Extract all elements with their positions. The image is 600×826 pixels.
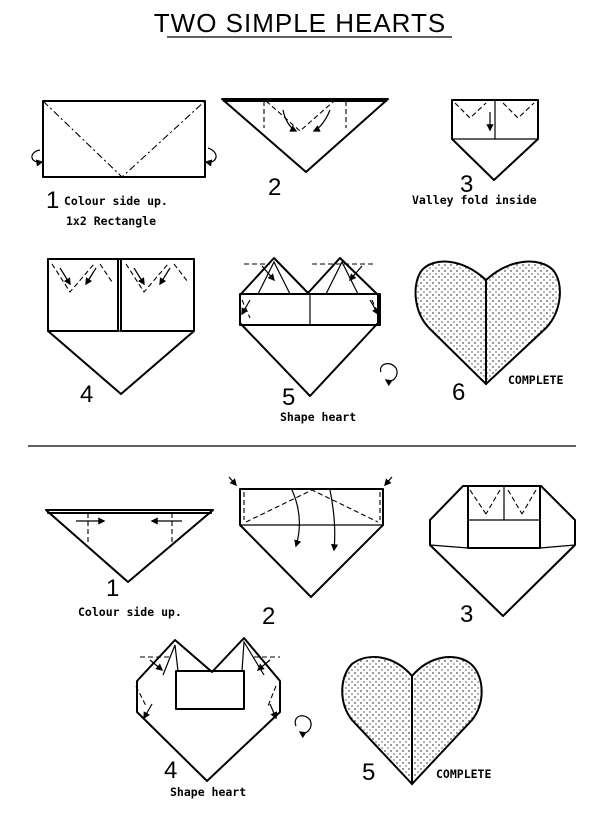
bottom-step-4-caption: Shape heart <box>170 785 246 799</box>
top-step-1-caption: Colour side up. <box>64 194 168 208</box>
fold-arrow-icon <box>312 109 331 132</box>
fold-arrow-icon <box>282 109 298 132</box>
bottom-step-3-number: 3 <box>460 601 473 628</box>
bottom-step-2-number: 2 <box>262 603 275 630</box>
top-step-3-figure <box>451 99 539 181</box>
rotate-icon <box>294 715 312 739</box>
turn-over-icon <box>31 149 44 167</box>
fold-arrow-icon <box>143 703 153 720</box>
fold-arrow-icon <box>329 489 339 552</box>
top-step-3-caption: Valley fold inside <box>412 193 537 207</box>
top-step-5-caption: Shape heart <box>280 410 356 424</box>
fold-arrow-icon <box>384 476 393 487</box>
rotate-icon <box>379 363 398 387</box>
top-step-6-figure <box>414 260 561 386</box>
top-step-5-number: 5 <box>282 384 295 411</box>
top-step-1-figure <box>31 100 217 178</box>
fold-arrow-icon <box>349 265 363 282</box>
bottom-step-5-figure <box>341 656 483 786</box>
top-step-2-number: 2 <box>268 174 281 201</box>
bottom-step-5-number: 5 <box>362 759 375 786</box>
bottom-step-3-figure <box>429 485 576 617</box>
turn-over-icon <box>204 147 217 167</box>
bottom-step-1-caption: Colour side up. <box>78 605 182 619</box>
bottom-step-5-caption: COMPLETE <box>436 767 491 781</box>
top-step-6-number: 6 <box>452 379 465 406</box>
fold-arrow-icon <box>149 659 164 671</box>
fold-arrow-icon <box>256 659 271 671</box>
top-step-2-figure <box>221 98 389 173</box>
fold-arrow-icon <box>228 476 237 487</box>
fold-arrow-icon <box>241 299 251 316</box>
fold-arrow-icon <box>159 267 171 286</box>
top-step-6-caption: COMPLETE <box>508 373 563 387</box>
fold-arrow-icon <box>269 703 278 720</box>
top-step-5-figure <box>239 257 398 397</box>
fold-arrow-icon <box>369 299 379 316</box>
bottom-step-4-figure <box>135 637 312 782</box>
bottom-step-4-number: 4 <box>164 757 177 784</box>
fold-arrow-icon <box>291 489 302 548</box>
top-step-4-figure <box>47 258 195 395</box>
fold-arrow-icon <box>133 267 145 286</box>
fold-arrow-icon <box>59 267 71 286</box>
bottom-step-1-figure <box>45 509 214 583</box>
top-step-1-subcaption: 1x2 Rectangle <box>66 214 156 228</box>
fold-arrow-icon <box>85 267 97 286</box>
page-title: TWO SIMPLE HEARTS <box>154 8 446 38</box>
top-step-1-number: 1 <box>46 187 59 214</box>
fold-arrow-icon <box>261 265 275 282</box>
top-step-3-number: 3 <box>460 171 473 198</box>
bottom-step-2-figure <box>228 476 393 598</box>
bottom-step-1-number: 1 <box>106 575 119 602</box>
top-step-4-number: 4 <box>80 381 93 408</box>
